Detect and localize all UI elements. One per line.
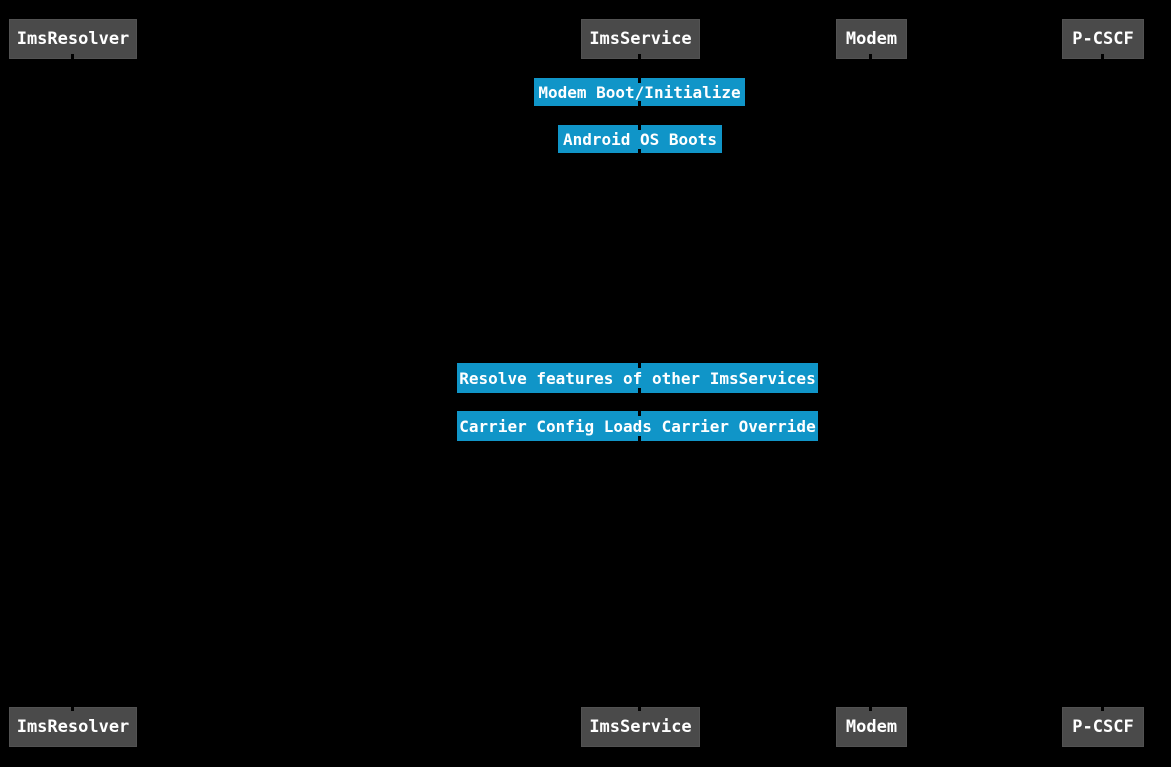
lifeline-tick — [71, 702, 74, 711]
lifeline-tick — [638, 74, 641, 83]
note-carrier-config-override: Carrier Config Loads Carrier Override — [457, 411, 818, 441]
participant-pcscf-bottom: P-CSCF — [1062, 707, 1144, 747]
lifeline-tick — [638, 702, 641, 711]
lifeline-tick — [638, 388, 641, 397]
lifeline-tick — [71, 54, 74, 63]
lifeline-tick — [1101, 54, 1104, 63]
lifeline-tick — [1101, 702, 1104, 711]
lifeline-tick — [638, 407, 641, 416]
lifeline-tick — [638, 359, 641, 368]
participant-imsresolver-bottom: ImsResolver — [9, 707, 137, 747]
lifeline-tick — [638, 149, 641, 158]
note-resolve-features: Resolve features of other ImsServices — [457, 363, 818, 393]
participant-imsresolver-top: ImsResolver — [9, 19, 137, 59]
lifeline-tick — [638, 121, 641, 130]
participant-modem-bottom: Modem — [836, 707, 907, 747]
participant-imsservice-top: ImsService — [581, 19, 700, 59]
participant-modem-top: Modem — [836, 19, 907, 59]
lifeline-tick — [638, 101, 641, 110]
lifeline-tick — [869, 54, 872, 63]
lifeline-tick — [638, 436, 641, 445]
participant-imsservice-bottom: ImsService — [581, 707, 700, 747]
lifeline-tick — [869, 702, 872, 711]
participant-pcscf-top: P-CSCF — [1062, 19, 1144, 59]
lifeline-tick — [638, 54, 641, 63]
